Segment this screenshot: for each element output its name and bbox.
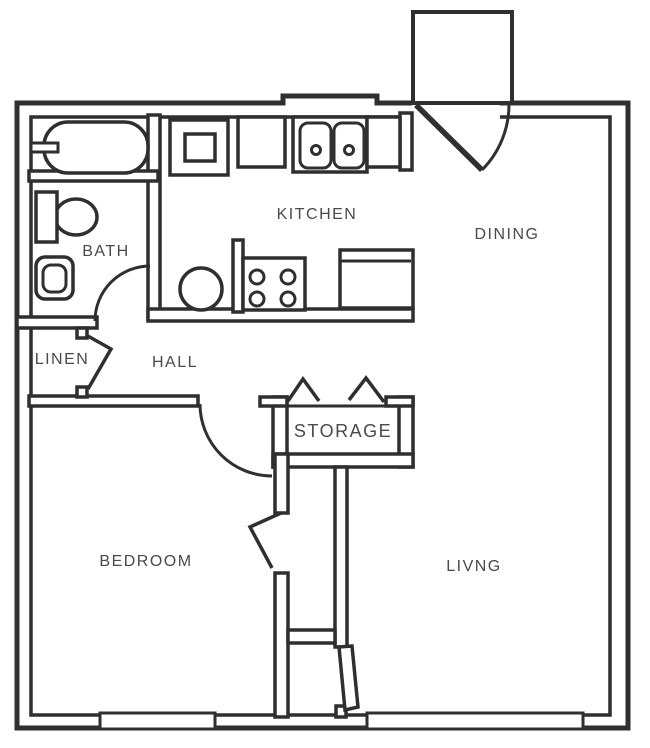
sink-drain-left [310,144,322,156]
burner-1 [248,268,266,286]
kitchen-counter-top-left [236,115,287,169]
wall-bath-kitchen [146,113,162,320]
linen-bifold-door [85,333,114,390]
entry-door-swing [480,103,511,172]
storage-inner-outline [285,404,401,456]
toilet-tank [34,190,59,244]
toilet-bowl [53,197,99,237]
sink-drain-right [343,144,355,156]
bath-fixtures [29,120,150,301]
kitchen-counter-top-right [365,115,402,169]
wall-entry-stub [398,111,414,172]
linen-jamb-top [75,326,89,340]
water-heater [178,266,224,312]
burner-2 [279,268,297,286]
room-label-bath: BATH [82,243,129,260]
burner-4 [279,290,297,308]
entry-door-leaf [414,103,484,172]
bathtub [42,120,150,175]
wall-storage-lip-left [258,395,289,408]
closet-bifold-door [247,511,282,569]
burner-3 [248,290,266,308]
bathroom-sink-basin [41,263,68,294]
room-label-living: LIVNG [446,558,502,575]
living-closet-door-leaf [337,644,360,713]
outer-wall-line [14,93,631,731]
bath-door-swing [93,264,151,322]
wall-closet-right [333,465,349,649]
windows [98,711,585,731]
kitchen-counter-bottom-right [338,248,415,310]
storage-bifold-right [347,375,386,404]
interior-walls [15,111,415,719]
exterior-walls [14,93,631,731]
storage-bifold-left [286,375,321,403]
room-label-kitchen: KITCHEN [277,206,358,223]
bedroom-door-swing [198,403,273,478]
refrigerator-inner [183,132,217,163]
room-labels: BATH KITCHEN DINING LINEN HALL STORAGE B… [35,206,540,575]
wall-storage-bottom [271,452,415,469]
tub-faucet [29,141,60,154]
doors [85,10,514,713]
room-label-hall: HALL [152,354,198,371]
kitchen-fixtures [168,115,415,314]
window-living [365,711,585,731]
room-label-bedroom: BEDROOM [99,553,192,570]
entry-porch [411,10,514,105]
room-label-dining: DINING [475,226,540,243]
wall-bedroom-east-upper [273,452,290,515]
window-bedroom [98,711,217,731]
wall-closet-bottom [286,628,337,645]
wall-bath-south [15,315,99,330]
room-label-storage: STORAGE [294,421,392,441]
room-label-linen: LINEN [35,351,90,368]
wall-hall-south [27,394,200,408]
linen-jamb-bottom [75,385,89,399]
inner-wall-line [29,115,612,717]
wall-bedroom-east-lower [273,571,290,719]
